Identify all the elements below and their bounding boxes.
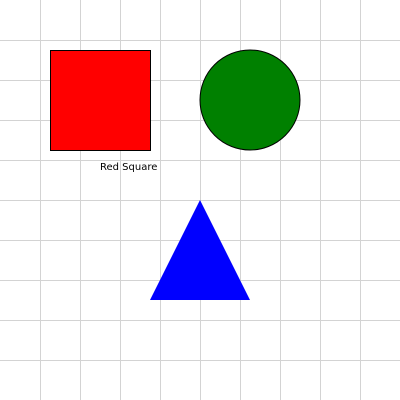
red-square-label: Red Square [100, 162, 157, 173]
green-circle [199, 49, 301, 151]
blue-triangle [150, 200, 250, 300]
red-square [50, 50, 151, 151]
